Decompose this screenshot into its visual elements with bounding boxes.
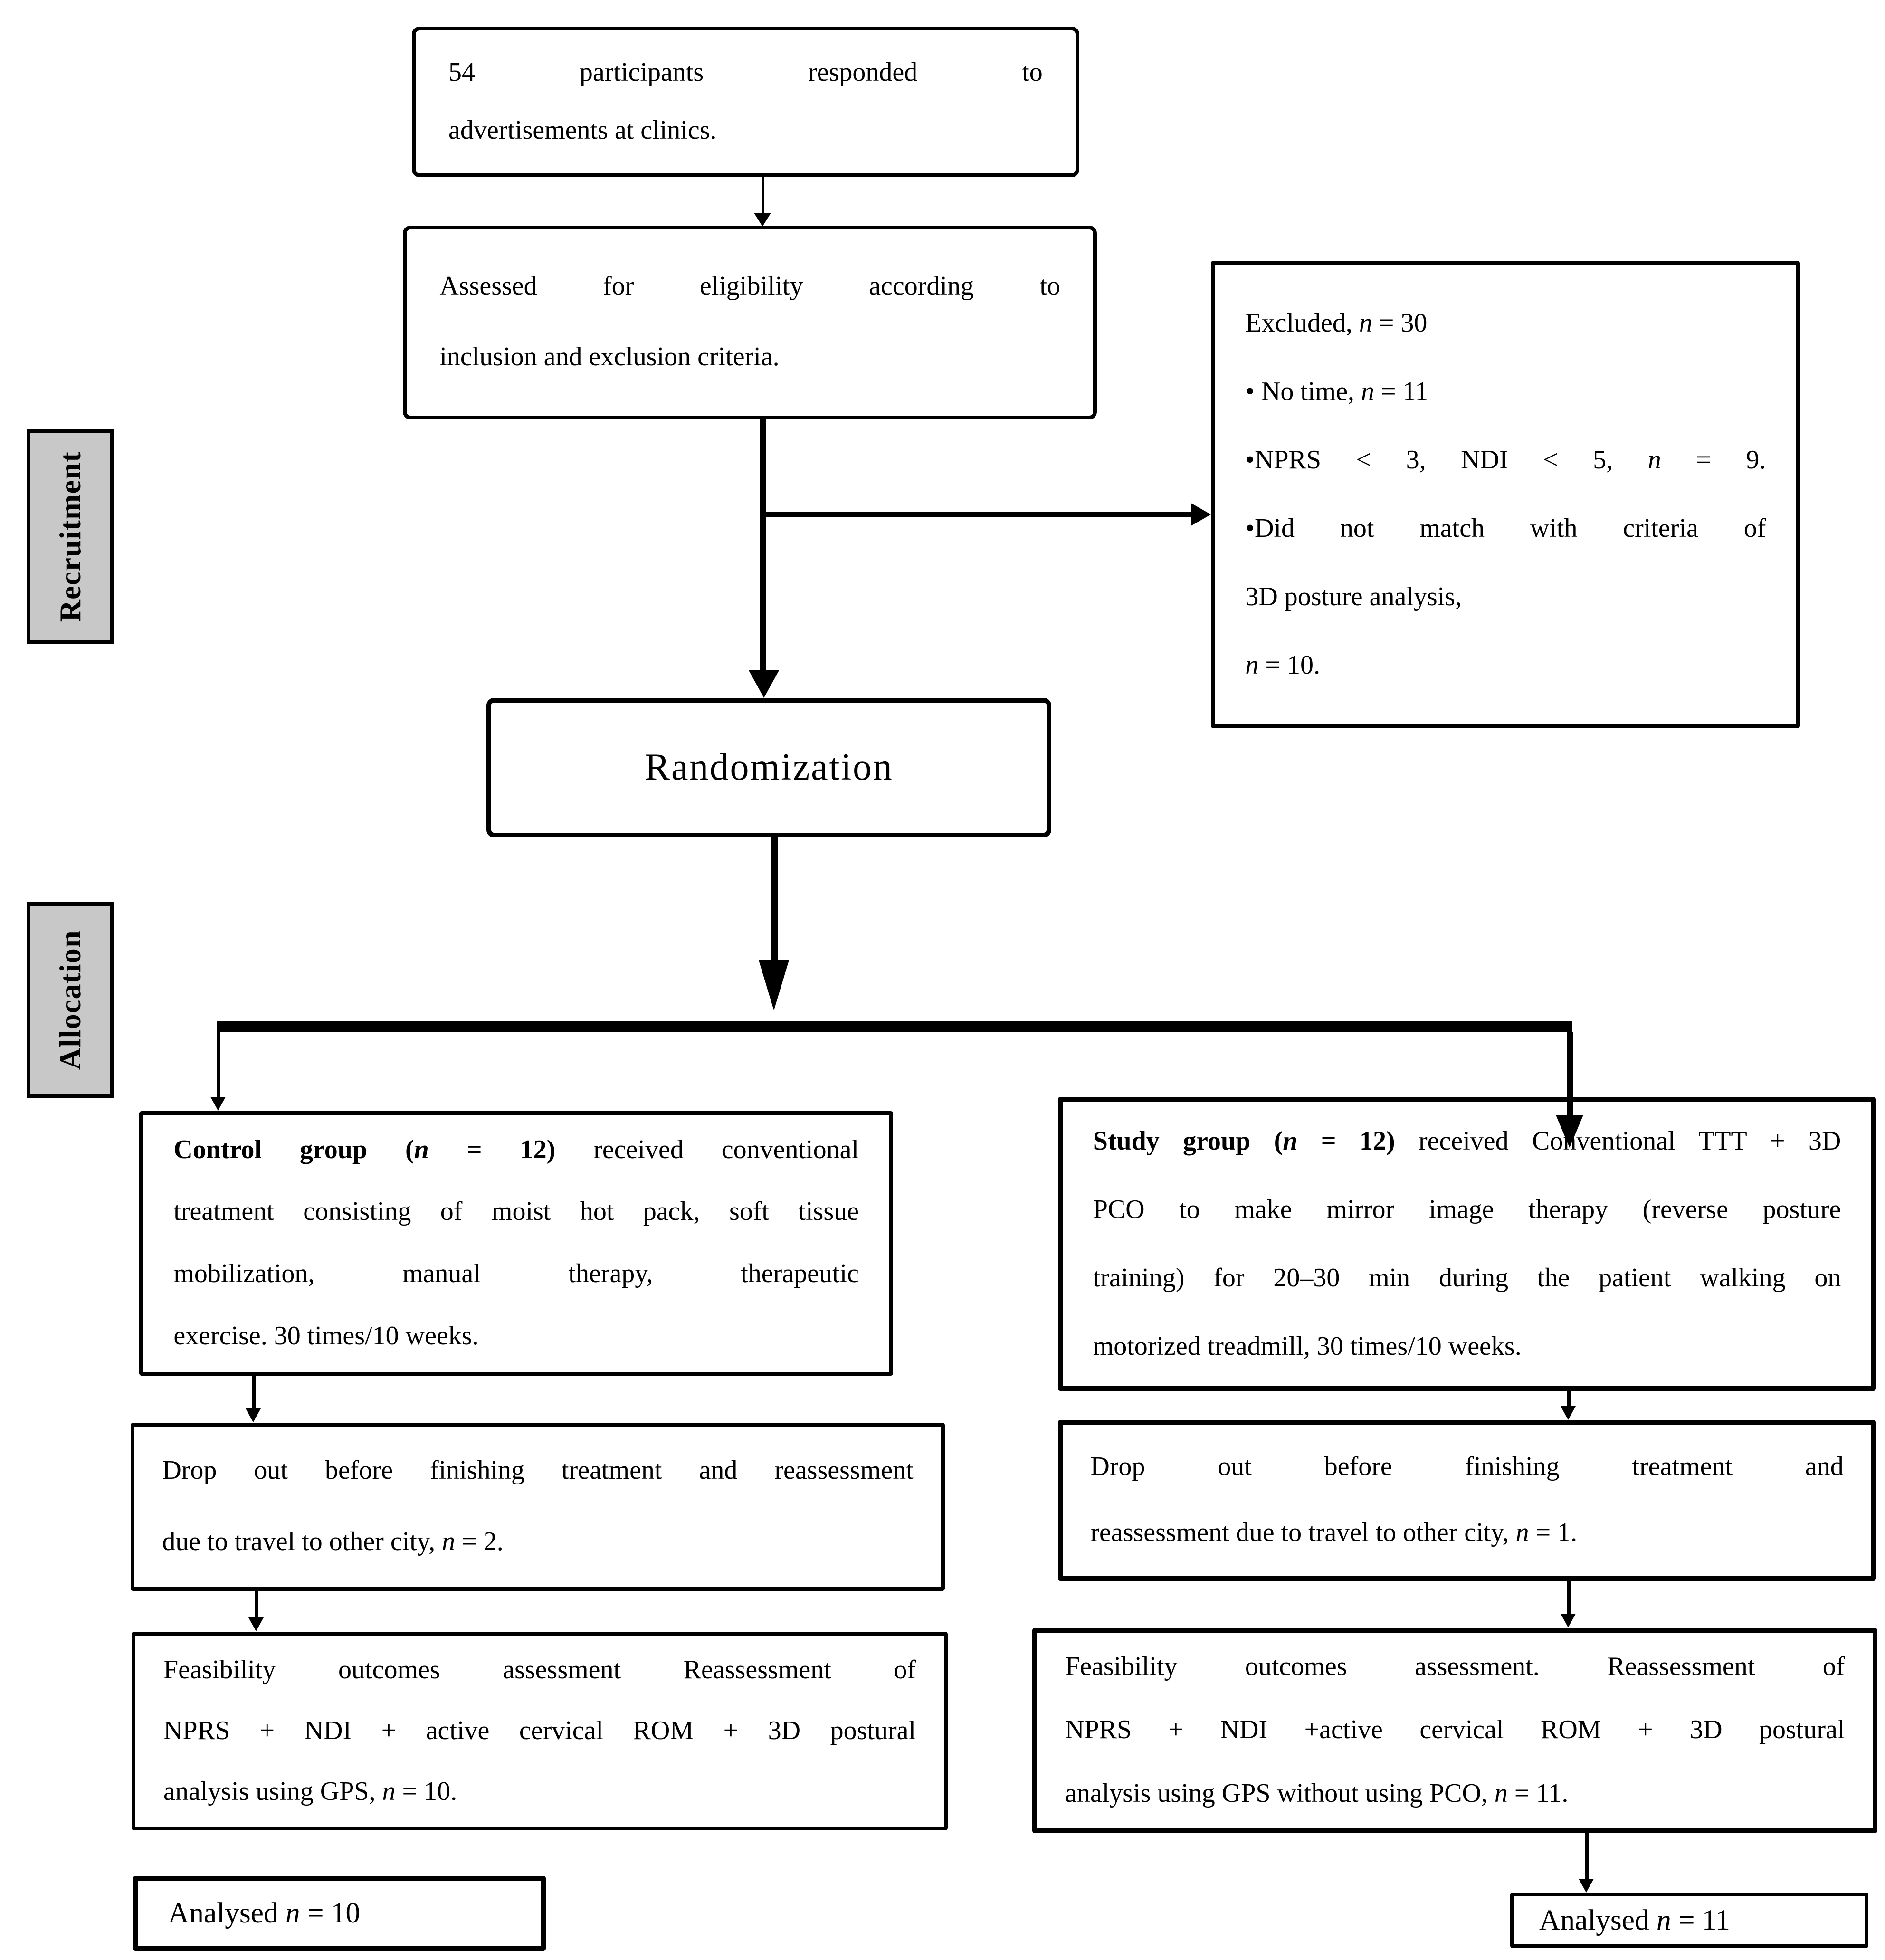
text-line: • No time, n = 11 — [1245, 376, 1428, 406]
stage-label-allocation: Allocation — [27, 902, 114, 1099]
stage-label-recruitment: Recruitment — [27, 429, 114, 644]
box-dropout-study: Drop out before finishing treatment and r… — [1057, 1420, 1876, 1581]
stage-label-recruitment-text: Recruitment — [53, 451, 87, 622]
arrow-branch-to-study-head — [1555, 1114, 1583, 1148]
text-line: 3D posture analysis, — [1245, 581, 1462, 611]
text-line: treatment consisting of moist hot pack, … — [173, 1197, 859, 1227]
text-line: advertisements at clinics. — [448, 115, 717, 145]
box-feasibility-control: Feasibility outcomes assessment Reassess… — [132, 1631, 948, 1831]
text-line: •NPRS < 3, NDI < 5, n = 9. — [1245, 445, 1766, 475]
text-line: Feasibility outcomes assessment. Reasses… — [1065, 1652, 1845, 1682]
allocation-branch-bar — [217, 1021, 1572, 1033]
arrow-assessed-to-randomization-line — [760, 419, 767, 670]
arrow-dropout-to-feasibility-control-head — [248, 1617, 264, 1632]
text-line: due to travel to other city, n = 2. — [162, 1526, 504, 1556]
text-line: motorized treadmill, 30 times/10 weeks. — [1093, 1332, 1522, 1361]
arrow-randomization-down-head — [759, 960, 790, 1010]
text-line: Analysed n = 10 — [168, 1897, 361, 1930]
text-line: NPRS + NDI + active cervical ROM + 3D po… — [163, 1715, 916, 1745]
text-line: exercise. 30 times/10 weeks. — [173, 1321, 479, 1351]
arrow-branch-to-control-head — [210, 1097, 226, 1111]
box-control-group: Control group (n = 12) received conventi… — [139, 1111, 893, 1376]
arrow-responded-to-assessed-line — [761, 177, 764, 213]
text-line: Drop out before finishing treatment and … — [162, 1456, 914, 1485]
text-line: 54 participants responded to — [448, 57, 1043, 87]
arrow-control-to-dropout-line — [252, 1376, 256, 1409]
text-line: analysis using GPS, n = 10. — [163, 1776, 457, 1806]
box-responded: 54 participants responded to advertisemen… — [411, 27, 1080, 178]
arrow-assessed-to-randomization-head — [749, 670, 780, 698]
arrow-feasibility-to-analysed-study-head — [1578, 1878, 1594, 1893]
arrow-study-to-dropout-line — [1567, 1391, 1571, 1407]
arrow-responded-to-assessed-head — [753, 213, 771, 227]
text-line: Assessed for eligibility according to — [439, 271, 1061, 301]
text-line: Analysed n = 11 — [1539, 1904, 1730, 1937]
stage-label-allocation-text: Allocation — [53, 930, 87, 1070]
text-line: Study group (n = 12) received Convention… — [1093, 1126, 1841, 1156]
box-feasibility-study: Feasibility outcomes assessment. Reasses… — [1032, 1627, 1878, 1833]
box-dropout-control: Drop out before finishing treatment and … — [130, 1422, 945, 1591]
text-line: Excluded, n = 30 — [1245, 308, 1428, 338]
arrow-dropout-to-feasibility-control-line — [255, 1591, 258, 1618]
box-excluded: Excluded, n = 30 • No time, n = 11 •NPRS <… — [1211, 261, 1800, 729]
arrow-study-to-dropout-head — [1561, 1406, 1576, 1420]
text-line: NPRS + NDI +active cervical ROM + 3D pos… — [1065, 1715, 1845, 1745]
arrow-to-excluded-head — [1190, 503, 1211, 526]
arrow-dropout-to-feasibility-study-line — [1567, 1581, 1571, 1614]
box-analysed-control: Analysed n = 10 — [133, 1876, 546, 1951]
text-line: training) for 20–30 min during the patie… — [1093, 1263, 1841, 1293]
box-assessed: Assessed for eligibility according to inc… — [403, 225, 1097, 419]
text-line: n = 10. — [1245, 650, 1320, 680]
text-line: Drop out before finishing treatment and — [1090, 1452, 1844, 1482]
arrow-to-excluded-line — [764, 512, 1191, 517]
arrow-dropout-to-feasibility-study-head — [1561, 1614, 1576, 1628]
text-line: reassessment due to travel to other city… — [1090, 1517, 1578, 1547]
text-line: mobilization, manual therapy, therapeuti… — [173, 1259, 859, 1289]
text-line: Feasibility outcomes assessment Reassess… — [163, 1655, 916, 1684]
arrow-branch-to-study-line — [1567, 1032, 1574, 1115]
box-randomization: Randomization — [486, 698, 1052, 837]
text-line: Control group (n = 12) received conventi… — [173, 1134, 859, 1164]
arrow-branch-to-control-line — [217, 1032, 220, 1097]
randomization-text: Randomization — [644, 746, 894, 789]
text-line: inclusion and exclusion criteria. — [439, 342, 780, 372]
arrow-control-to-dropout-head — [246, 1408, 261, 1423]
text-line: analysis using GPS without using PCO, n … — [1065, 1778, 1569, 1808]
arrow-feasibility-to-analysed-study-line — [1585, 1833, 1589, 1879]
box-study-group: Study group (n = 12) received Convention… — [1057, 1097, 1876, 1391]
text-line: •Did not match with criteria of — [1245, 513, 1766, 543]
arrow-randomization-down-line — [771, 837, 778, 961]
text-line: PCO to make mirror image therapy (revers… — [1093, 1195, 1841, 1225]
box-analysed-study: Analysed n = 11 — [1510, 1893, 1869, 1949]
